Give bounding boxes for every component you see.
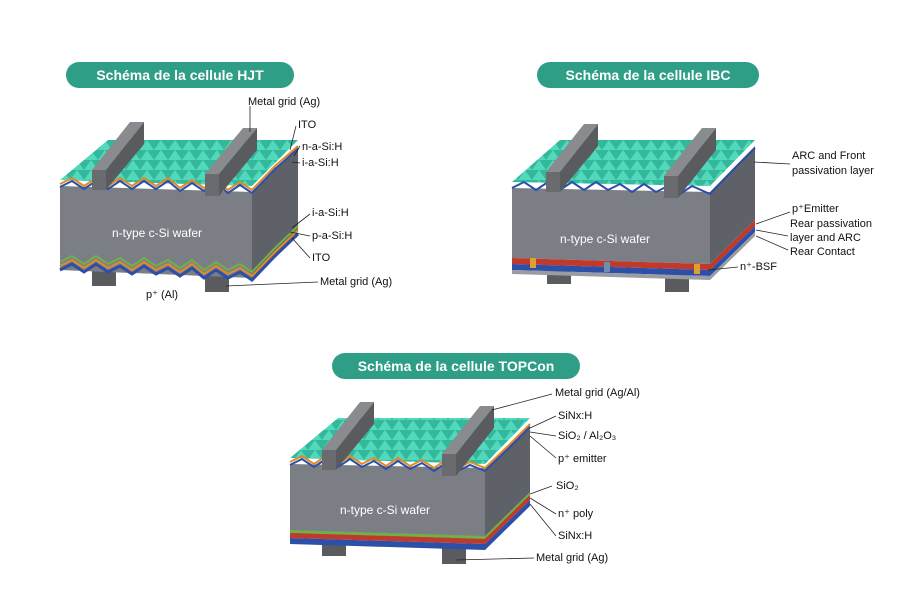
hjt-front-finger	[205, 174, 219, 196]
hjt-front-finger	[205, 128, 257, 174]
topcon-label-metal-grid-bottom: Metal grid (Ag)	[536, 552, 609, 564]
topcon-front-finger	[322, 450, 336, 470]
hjt-cell	[59, 106, 319, 292]
topcon-label-metal-grid-top: Metal grid (Ag/Al)	[555, 387, 640, 399]
hjt-bottom-layer-green	[59, 225, 299, 274]
hjt-label-metal-grid-top: Metal grid (Ag)	[248, 96, 321, 108]
ibc-front-finger	[560, 124, 598, 192]
topcon-label-n-poly: n⁺ poly	[558, 508, 594, 520]
hjt-front-finger	[106, 122, 144, 190]
topcon-title: Schéma de la cellule TOPCon	[332, 353, 580, 379]
hjt-front-finger	[92, 122, 144, 170]
hjt-label-n-a-si: n-a-Si:H	[302, 141, 343, 153]
hjt-label-i-a-si-top: i-a-Si:H	[302, 157, 339, 169]
ibc-cell	[511, 124, 791, 292]
ibc-label-n-bsf: n⁺-BSF	[740, 261, 777, 273]
ibc-wafer-front	[512, 188, 710, 264]
topcon-cell	[289, 393, 557, 564]
ibc-bsf-contact	[604, 262, 610, 272]
ibc-label-rear-passivation-2: layer and ARC	[790, 232, 861, 244]
hjt-bottom-layer-blue	[59, 232, 300, 282]
topcon-front-finger	[442, 406, 494, 454]
topcon-label-sio2-al2o3: SiO₂ / Al₂O₃	[558, 430, 617, 442]
hjt-front-finger	[219, 128, 257, 196]
hjt-label-p-a-si: p-a-Si:H	[312, 230, 353, 242]
topcon-front-finger	[442, 454, 456, 476]
ibc-label-rear-contact: Rear Contact	[790, 246, 855, 258]
topcon-label-sinx-bottom: SiNx:H	[558, 530, 593, 542]
hjt-wafer-side	[252, 146, 298, 278]
ibc-front-finger	[546, 124, 598, 172]
hjt-bottom-layer-orange	[59, 229, 299, 278]
ibc-front-finger	[664, 128, 716, 176]
hjt-wafer-label: n-type c-Si wafer	[112, 226, 203, 240]
ibc-front-finger	[546, 172, 560, 192]
ibc-leaders	[707, 161, 791, 271]
topcon-label-p-emitter: p⁺ emitter	[558, 453, 607, 465]
topcon-front-finger	[456, 406, 494, 476]
topcon-wafer-label: n-type c-Si wafer	[340, 503, 431, 517]
ibc-emitter-contact	[694, 264, 700, 274]
ibc-wafer-side	[710, 146, 755, 264]
hjt-label-ito-top: ITO	[298, 119, 317, 131]
ibc-label-p-emitter: p⁺Emitter	[792, 203, 839, 215]
ibc-label-arc-front-1: ARC and Front	[792, 150, 866, 162]
hjt-rear-finger	[205, 272, 229, 292]
ibc-emitter-contact	[530, 258, 536, 268]
hjt-label-ito-bottom: ITO	[312, 252, 331, 264]
hjt-title: Schéma de la cellule HJT	[66, 62, 294, 88]
topcon-front-finger	[322, 402, 374, 450]
hjt-label-p-al: p⁺ (Al)	[146, 289, 179, 301]
topcon-front-finger	[336, 402, 374, 470]
hjt-front-finger	[92, 170, 106, 190]
topcon-leaders	[455, 393, 557, 561]
ibc-wafer-label: n-type c-Si wafer	[560, 232, 651, 246]
hjt-wafer-front	[60, 186, 252, 278]
ibc-title: Schéma de la cellule IBC	[537, 62, 759, 88]
topcon-label-sio2: SiO₂	[556, 480, 579, 492]
topcon-wafer-side	[485, 424, 530, 540]
ibc-label-arc-front-2: passivation layer	[792, 165, 874, 177]
topcon-label-sinx-top: SiNx:H	[558, 410, 593, 422]
ibc-front-finger	[664, 176, 678, 198]
hjt-leaders	[225, 106, 319, 287]
hjt-label-i-a-si-bottom: i-a-Si:H	[312, 207, 349, 219]
ibc-front-finger	[678, 128, 716, 198]
topcon-wafer-front	[290, 464, 485, 540]
ibc-label-rear-passivation-1: Rear passivation	[790, 218, 872, 230]
hjt-label-metal-grid-bottom: Metal grid (Ag)	[320, 276, 393, 288]
